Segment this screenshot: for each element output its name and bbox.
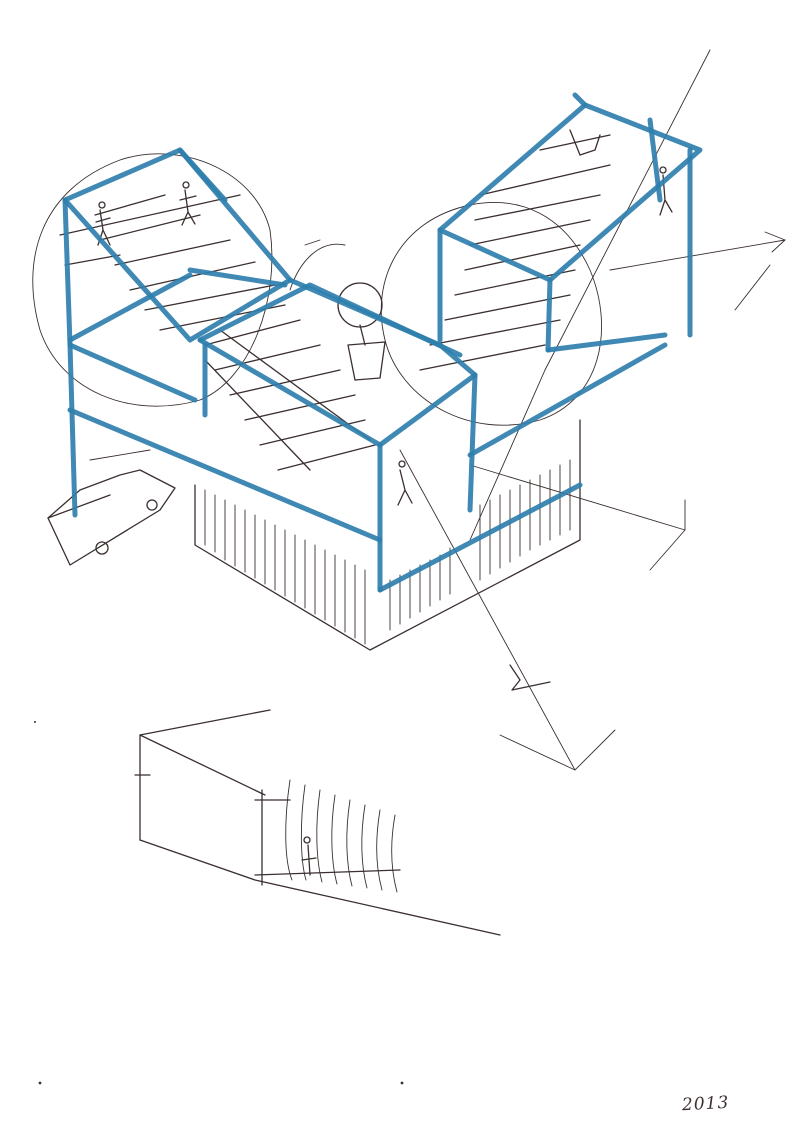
- paper-marks: [34, 721, 404, 1085]
- car-sketch: [47, 449, 176, 566]
- left-wing-stairs: [59, 194, 286, 331]
- tree-planter: [289, 239, 386, 381]
- vertical-fins: [285, 779, 398, 893]
- house-blue-frame: [62, 92, 703, 593]
- people-figures: [95, 129, 673, 506]
- courtyard-stairs: [204, 319, 376, 471]
- house-ink-linework: [32, 49, 786, 771]
- entry-detail-sketch: [134, 709, 501, 936]
- sketch-year-label: 2013: [681, 1092, 730, 1116]
- striped-base: [194, 419, 581, 651]
- orientation-lines: [399, 49, 786, 771]
